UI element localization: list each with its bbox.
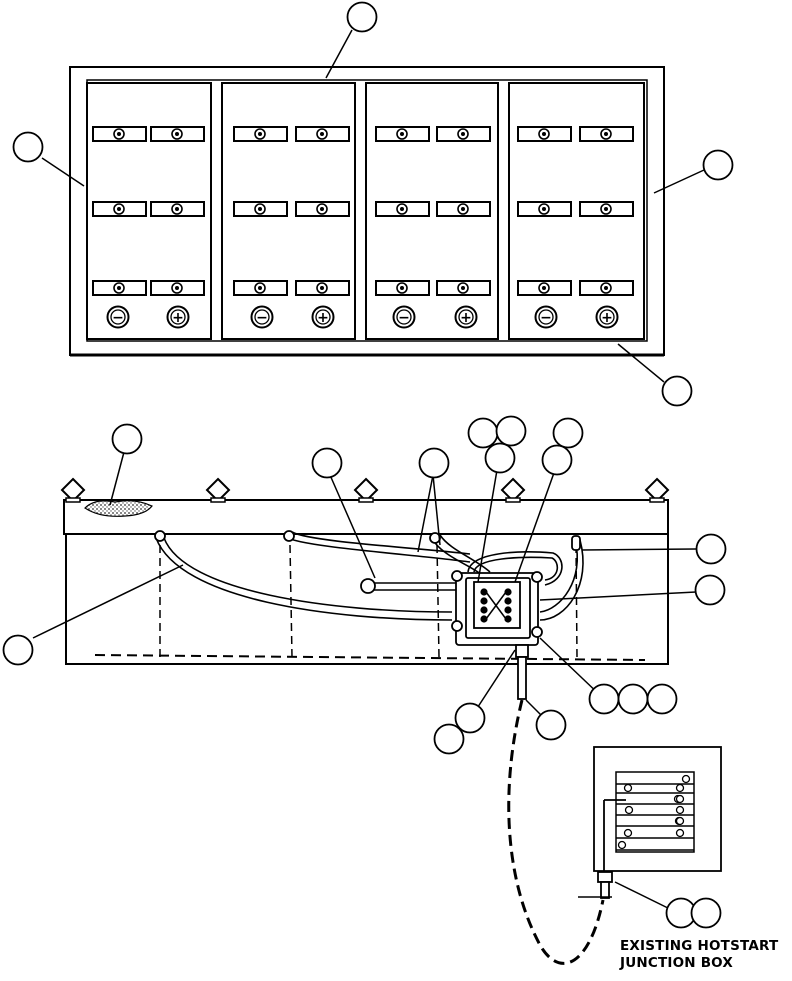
svg-text:−: −	[398, 310, 410, 326]
callout-balloon	[495, 415, 527, 447]
existing-junction-box-caption: EXISTING HOTSTART JUNCTION BOX	[620, 938, 790, 972]
battery-4	[508, 82, 645, 340]
cell-cap	[150, 126, 205, 142]
flexible-conduit-dashed	[507, 699, 605, 965]
caption-line-2: JUNCTION BOX	[620, 955, 733, 971]
terminal-strip-row	[616, 794, 694, 805]
cell-cap	[150, 280, 205, 296]
callout-balloon	[535, 709, 567, 741]
callout-balloon	[454, 702, 486, 734]
callout-balloon	[690, 897, 722, 929]
vent-cap	[205, 477, 231, 503]
svg-text:+: +	[601, 310, 613, 326]
cell-cap	[375, 280, 430, 296]
svg-text:−: −	[540, 310, 552, 326]
callout-balloon	[484, 442, 516, 474]
heater-cables	[155, 531, 584, 621]
callout-balloon	[552, 417, 584, 449]
callout-balloon	[346, 1, 378, 33]
cell-cap	[295, 280, 350, 296]
battery-cell-caps	[92, 126, 634, 296]
negative-terminal-icon: −	[106, 305, 130, 329]
positive-terminal-icon: +	[166, 305, 190, 329]
cell-cap	[579, 201, 634, 217]
battery-tray-top-view	[69, 66, 665, 357]
cell-cap	[436, 201, 491, 217]
callout-balloon	[695, 533, 727, 565]
callout-balloon	[2, 634, 34, 666]
cell-cap	[233, 280, 288, 296]
callout-balloon	[418, 447, 450, 479]
terminal-strip-row	[616, 840, 694, 851]
svg-text:−: −	[256, 310, 268, 326]
svg-text:−: −	[112, 310, 124, 326]
battery-terminals: − + − + − + − +	[106, 305, 619, 329]
positive-terminal-icon: +	[311, 305, 335, 329]
svg-text:+: +	[172, 310, 184, 326]
callout-balloon	[12, 131, 44, 163]
callout-balloon	[617, 683, 649, 715]
terminal-strip-row	[616, 805, 694, 816]
positive-terminal-icon: +	[454, 305, 478, 329]
terminal-strip-row	[616, 816, 694, 827]
callout-balloon	[467, 417, 499, 449]
cell-cap	[295, 201, 350, 217]
callout-balloon	[311, 447, 343, 479]
battery-1	[86, 82, 212, 340]
lid-seal-material	[84, 500, 153, 517]
cell-cap	[436, 126, 491, 142]
existing-hotstart-junction-box	[593, 746, 722, 899]
svg-text:+: +	[460, 310, 472, 326]
cell-cap	[92, 280, 147, 296]
svg-text:+: +	[317, 310, 329, 326]
conduit-fitting	[515, 644, 529, 700]
cell-cap	[579, 280, 634, 296]
vent-cap	[500, 477, 526, 503]
cell-cap	[436, 280, 491, 296]
terminal-strip-row	[616, 828, 694, 839]
side-view-leaders	[32, 451, 697, 913]
battery-row	[86, 82, 645, 340]
vent-caps	[60, 477, 670, 503]
battery-2	[221, 82, 356, 340]
callout-balloons	[2, 1, 734, 929]
cell-cap	[150, 201, 205, 217]
callout-balloon	[433, 723, 465, 755]
callout-balloon	[541, 444, 573, 476]
cell-cap	[295, 126, 350, 142]
negative-terminal-icon: −	[392, 305, 416, 329]
callout-balloon	[588, 683, 620, 715]
negative-terminal-icon: −	[534, 305, 558, 329]
callout-balloon	[646, 683, 678, 715]
cell-cap	[517, 126, 572, 142]
terminal-strip	[616, 774, 694, 851]
box-lid	[63, 499, 669, 535]
cell-cap	[92, 126, 147, 142]
cell-cap	[517, 280, 572, 296]
cell-cap	[579, 126, 634, 142]
cable-grommets	[154, 530, 581, 594]
cell-cap	[375, 201, 430, 217]
battery-junction-box	[451, 570, 543, 646]
callout-balloon	[702, 149, 734, 181]
callout-balloon	[694, 574, 726, 606]
caption-line-1: EXISTING HOTSTART	[620, 938, 779, 954]
battery-3	[365, 82, 499, 340]
cell-cap	[233, 126, 288, 142]
negative-terminal-icon: −	[250, 305, 274, 329]
vent-cap	[353, 477, 379, 503]
terminal-strip-row	[616, 783, 694, 794]
cell-cap	[233, 201, 288, 217]
cell-cap	[517, 201, 572, 217]
vent-cap	[644, 477, 670, 503]
top-view-leaders	[41, 29, 705, 383]
cell-cap	[375, 126, 430, 142]
cell-cap	[92, 201, 147, 217]
callout-balloon	[111, 423, 143, 455]
junction-box-terminals	[480, 588, 512, 623]
positive-terminal-icon: +	[595, 305, 619, 329]
vent-cap	[60, 477, 86, 503]
callout-balloon	[661, 375, 693, 407]
